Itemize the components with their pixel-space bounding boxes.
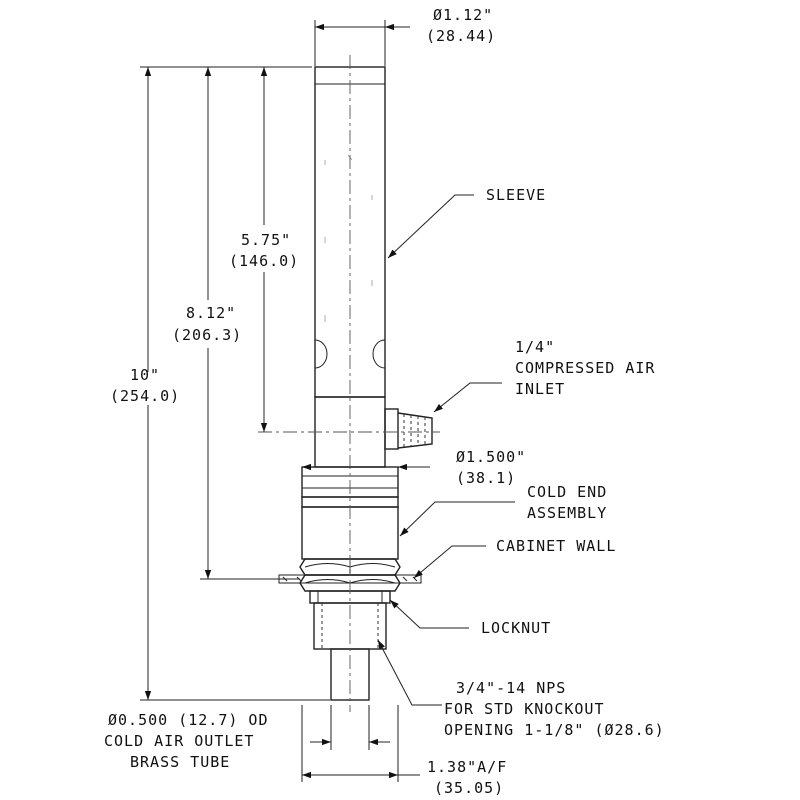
leader-sleeve [387, 194, 474, 259]
callout-sleeve: SLEEVE [486, 186, 546, 204]
callout-cabinet-wall: CABINET WALL [496, 537, 616, 555]
air-inlet-fitting [384, 408, 433, 450]
dim-cold-end-inch-label: Ø1.500" [456, 448, 526, 466]
callout-outlet-line2: COLD AIR OUTLET [104, 732, 254, 750]
dim-sleeve-diameter-inch: Ø1.12" [433, 6, 493, 24]
dim-hex-af-mm-label: (35.05) [434, 779, 504, 797]
callout-locknut: LOCKNUT [481, 619, 551, 637]
vortex-tube-body [278, 66, 433, 701]
dim-cold-end-mm-label: (38.1) [456, 469, 516, 487]
dim-10-inch-label: 10" [130, 366, 160, 384]
dim-hex-af-inch-label: 1.38"A/F [427, 758, 507, 776]
leader-inlet [433, 382, 502, 413]
callout-cold-end-line1: COLD END [527, 483, 607, 501]
leader-locknut [389, 599, 469, 629]
dim-812-mm-label: (206.3) [172, 326, 242, 344]
dim-sleeve-diameter-mm: (28.44) [426, 27, 496, 45]
dim-10-mm-label: (254.0) [110, 387, 180, 405]
callout-outlet-line3: BRASS TUBE [130, 753, 230, 771]
sleeve-slot-right [372, 339, 386, 369]
callout-inlet-line1: 1/4" [515, 338, 555, 356]
callout-nps-line3: OPENING 1-1/8" (Ø28.6) [444, 721, 665, 739]
dim-10-inch [140, 67, 330, 701]
sleeve-slot-left [314, 339, 328, 369]
dim-812-inch [200, 67, 300, 580]
dim-575-mm-label: (146.0) [229, 252, 299, 270]
dim-outlet-tube [310, 705, 390, 750]
callout-nps-line2: FOR STD KNOCKOUT [444, 700, 605, 718]
callout-cold-end-line2: ASSEMBLY [527, 504, 607, 522]
callout-outlet-line1: Ø0.500 (12.7) OD [108, 711, 269, 729]
leader-cold-end [399, 501, 515, 537]
leader-nps [377, 639, 442, 706]
dim-575-inch-label: 5.75" [241, 231, 291, 249]
callout-inlet-line3: INLET [515, 380, 565, 398]
dim-hex-af [301, 705, 420, 782]
dim-sleeve-diameter [314, 20, 410, 66]
leader-cabinet-wall [413, 545, 486, 579]
callout-inlet-line2: COMPRESSED AIR [515, 359, 655, 377]
dim-812-inch-label: 8.12" [186, 304, 236, 322]
callout-nps-line1: 3/4"-14 NPS [456, 679, 566, 697]
